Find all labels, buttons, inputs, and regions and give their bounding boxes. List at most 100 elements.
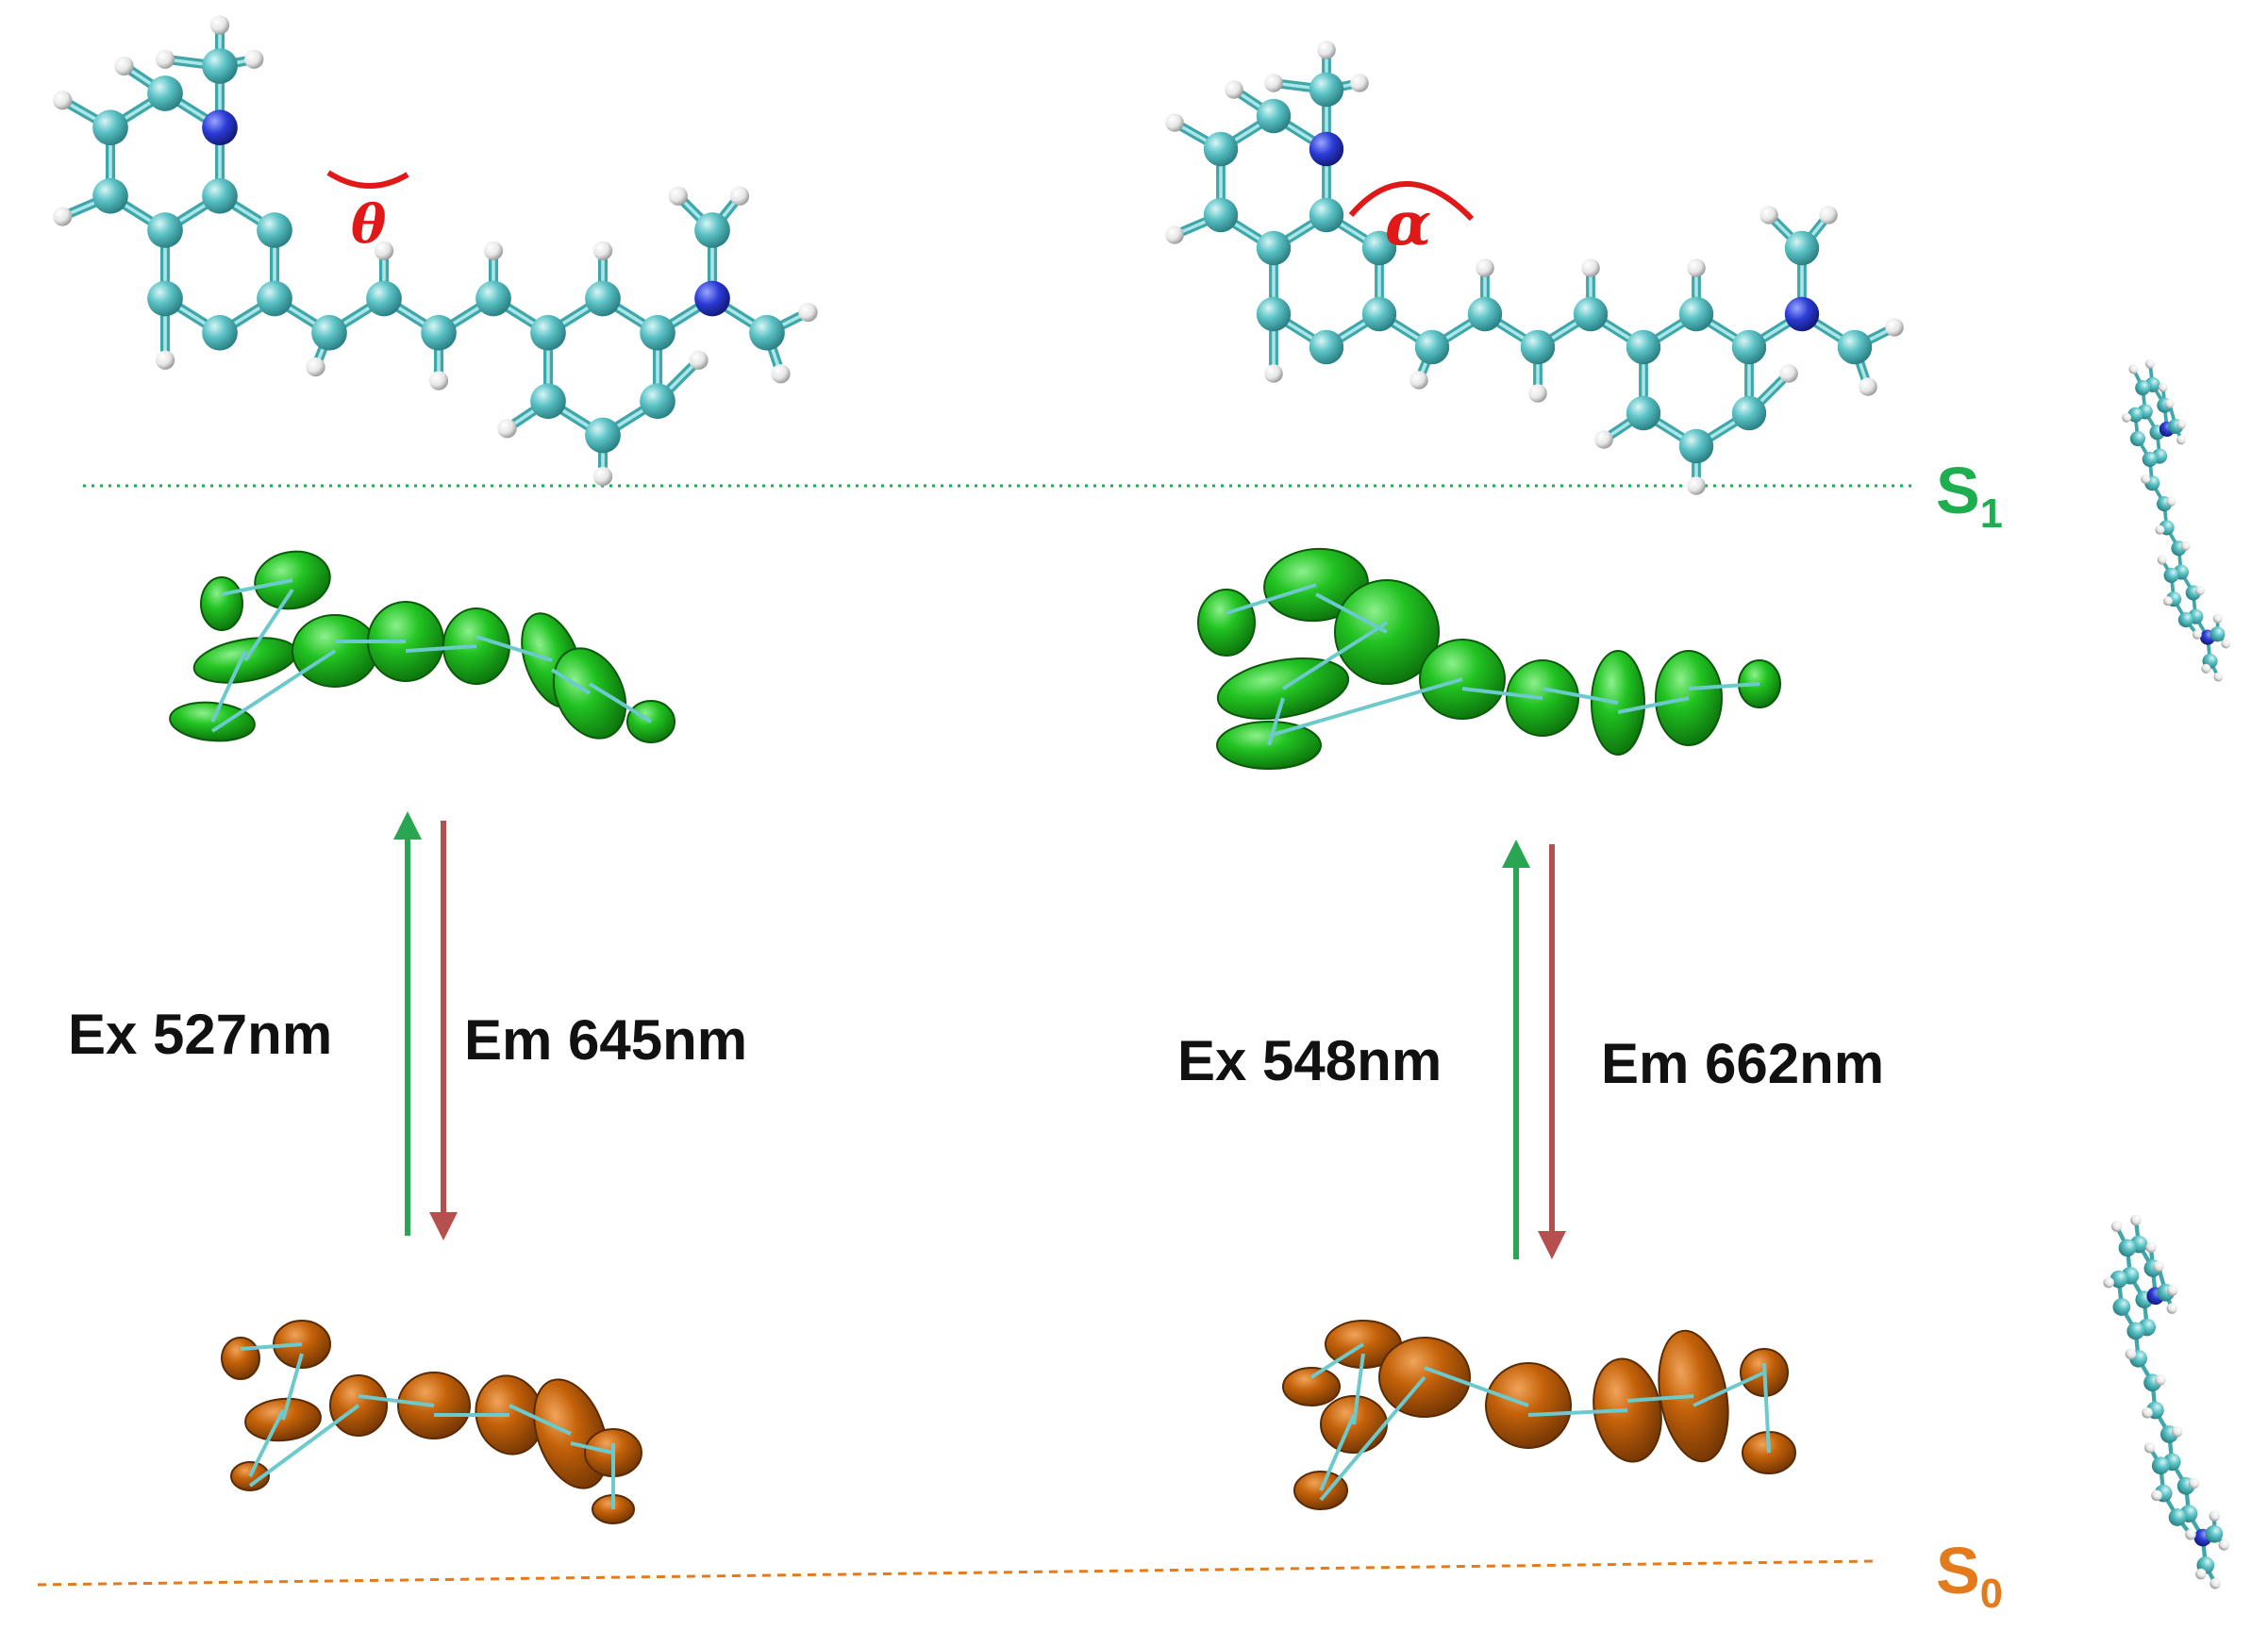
hydrogen-atom [2145, 1241, 2157, 1254]
carbon-atom [2135, 380, 2151, 396]
hydrogen-atom [2153, 1260, 2164, 1273]
orbital-skeleton [1315, 592, 1388, 634]
orbital-lobe [200, 576, 243, 631]
orbital-skeleton [248, 1409, 285, 1477]
hydrogen-atom [668, 186, 688, 206]
orbital-skeleton [1617, 696, 1690, 714]
carbon-atom [1731, 395, 1767, 431]
orbital-skeleton [1542, 687, 1619, 705]
carbon-atom [2151, 1456, 2170, 1475]
carbon-atom [1678, 296, 1714, 332]
carbon-atom [1203, 197, 1239, 233]
hydrogen-atom [2125, 1348, 2137, 1360]
hydrogen-atom [483, 241, 504, 260]
carbon-atom [2110, 1270, 2128, 1289]
orbital-skeleton [550, 668, 592, 695]
s0-subscript: 0 [1979, 1572, 2003, 1618]
carbon-atom [147, 75, 183, 111]
hydrogen-atom [1759, 206, 1778, 225]
hydrogen-atom [1687, 476, 1706, 495]
carbon-atom [366, 280, 402, 317]
hydrogen-atom [1350, 74, 1369, 92]
hydrogen-atom [2218, 1539, 2230, 1551]
carbon-atom [2210, 626, 2226, 642]
orbital-lobe [221, 1337, 260, 1380]
hydrogen-atom [2188, 1477, 2200, 1489]
em-label-left: Em 645nm [464, 1008, 748, 1072]
hydrogen-atom [2176, 419, 2187, 429]
orbital-skeleton [1309, 1342, 1365, 1379]
orbital-layer [169, 547, 1796, 1524]
hydrogen-atom [2155, 524, 2165, 535]
hydrogen-atom [428, 371, 449, 391]
nitrogen-atom [694, 280, 730, 317]
hydrogen-atom [729, 186, 750, 206]
hydrogen-atom [2194, 586, 2205, 596]
orbital-skeleton [248, 1404, 360, 1488]
nitrogen-atom [202, 109, 238, 146]
hydrogen-atom [2151, 1489, 2162, 1502]
carbon-atom [640, 314, 675, 351]
hydrogen-atom [2166, 1285, 2178, 1296]
orbital-skeleton [1352, 1353, 1365, 1425]
orbital-skeleton [243, 588, 294, 662]
left-s0-orbital [221, 1320, 642, 1524]
hydrogen-atom [1165, 113, 1184, 132]
carbon-atom [1256, 230, 1292, 266]
carbon-atom [92, 177, 128, 214]
hydrogen-atom [2212, 613, 2223, 624]
carbon-atom [2142, 451, 2158, 467]
orbital-skeleton [358, 1394, 435, 1407]
carbon-atom [1309, 72, 1344, 108]
hydrogen-atom [114, 56, 134, 76]
theta-conformer [53, 15, 818, 487]
carbon-atom [257, 212, 292, 248]
carbon-atom [147, 212, 183, 248]
carbon-atom [1309, 329, 1344, 365]
right-s0-orbital [1282, 1320, 1796, 1510]
carbon-atom [585, 417, 621, 454]
hydrogen-atom [592, 241, 613, 260]
hydrogen-atom [2142, 1407, 2153, 1419]
hydrogen-atom [2195, 1568, 2207, 1580]
hydrogen-atom [497, 419, 517, 439]
carbon-atom [1361, 296, 1397, 332]
carbon-atom [1414, 329, 1450, 365]
s0-label: S0 [1936, 1533, 2003, 1618]
carbon-atom [2112, 1298, 2131, 1316]
carbon-atom [640, 383, 675, 420]
carbon-atom [202, 177, 238, 214]
right-s1-orbital [1197, 547, 1781, 770]
orbital-skeleton [588, 682, 653, 724]
hydrogen-atom [155, 350, 175, 370]
carbon-atom [1626, 395, 1661, 431]
s1-subscript: 1 [1979, 491, 2003, 538]
hydrogen-atom [2221, 639, 2231, 649]
carbon-atom [1309, 197, 1344, 233]
hydrogen-atom [209, 15, 230, 35]
hydrogen-atom [2176, 435, 2186, 445]
orbital-skeleton [509, 1404, 572, 1436]
side-view-top [2122, 358, 2231, 682]
hydrogen-atom [1528, 384, 1547, 403]
hydrogen-atom [1264, 364, 1283, 383]
carbon-atom [1731, 329, 1767, 365]
carbon-atom [311, 314, 347, 351]
hydrogen-atom [244, 49, 264, 69]
orbital-skeleton [1267, 697, 1285, 746]
carbon-atom [1467, 296, 1503, 332]
carbon-atom [1626, 329, 1661, 365]
nitrogen-atom [1784, 296, 1820, 332]
hydrogen-atom [2162, 596, 2173, 607]
hydrogen-atom [1581, 258, 1600, 277]
hydrogen-atom [1594, 430, 1613, 449]
carbon-atom [530, 383, 566, 420]
hydrogen-atom [1779, 364, 1798, 383]
hydrogen-atom [1409, 371, 1428, 390]
hydrogen-atom [374, 241, 394, 260]
hydrogen-atom [2192, 629, 2202, 640]
hydrogen-atom [689, 350, 709, 370]
em-label-right: Em 662nm [1601, 1032, 1885, 1095]
